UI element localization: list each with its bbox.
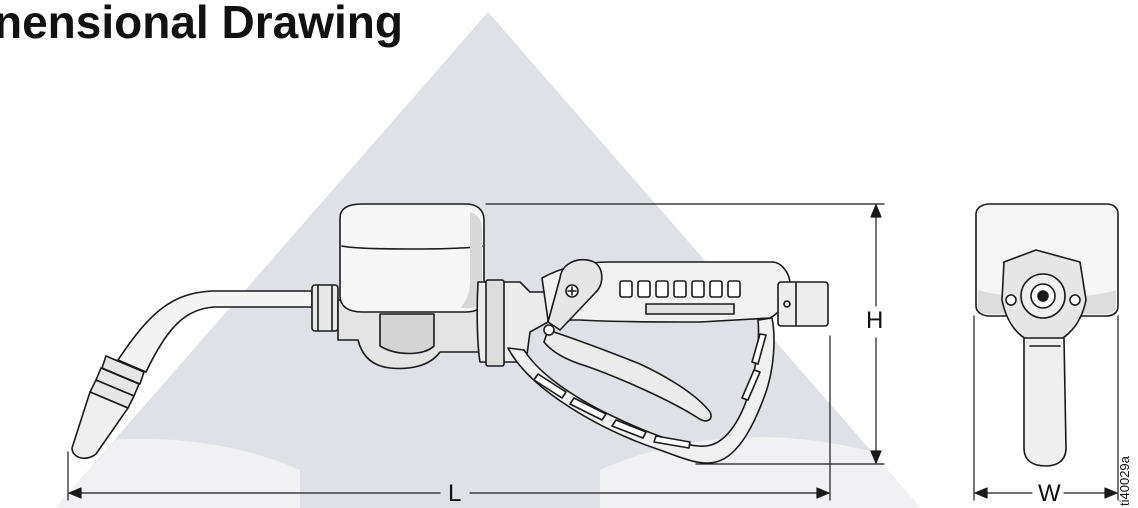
w-arrow-left: [974, 487, 988, 499]
valve-flange: [485, 279, 505, 367]
figure-reference-id: ti40029a: [1117, 456, 1132, 506]
nozzle-end-view: [975, 203, 1119, 467]
dimension-lines: [67, 203, 1119, 501]
l-arrow-left: [68, 487, 82, 499]
page-title: nensional Drawing: [0, 0, 403, 48]
grip-ribs: [619, 280, 741, 298]
end-view-inlet-bore: [1037, 290, 1049, 302]
nozzle-side-view: [71, 203, 829, 464]
guard-slots: [533, 333, 767, 449]
trigger: [543, 329, 712, 422]
spout-tube: [117, 290, 313, 373]
w-arrow-right: [1104, 487, 1118, 499]
end-view-trigger-guard: [1023, 337, 1067, 467]
end-view-left-screw: [1005, 294, 1017, 306]
grip-label-plate: [645, 303, 735, 315]
meter-cover-shade: [460, 212, 482, 308]
height-dimension-label: H: [866, 307, 884, 334]
watermark-triangle: [55, 12, 921, 508]
trigger-pivot: [543, 324, 555, 336]
inlet-swivel: [777, 281, 829, 327]
inlet-screw: [783, 300, 791, 308]
end-view-right-screw: [1069, 294, 1081, 306]
width-dimension-label: W: [1038, 480, 1061, 507]
length-dimension-label: L: [448, 480, 462, 507]
h-arrow-bottom: [870, 450, 882, 464]
l-arrow-right: [816, 487, 830, 499]
tube-coupling-nut: [311, 284, 339, 332]
meter-cover: [339, 203, 485, 313]
h-arrow-top: [870, 204, 882, 218]
meter-hub: [379, 313, 435, 355]
spout-tip: [71, 391, 129, 460]
